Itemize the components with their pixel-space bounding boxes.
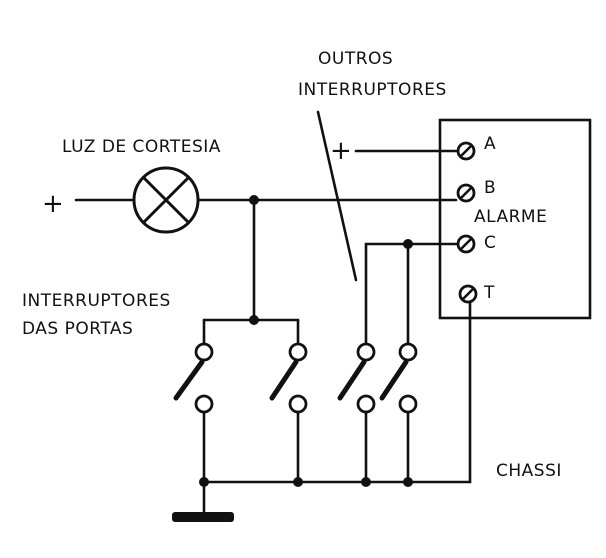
plus-sign-left: + bbox=[42, 189, 64, 219]
terminal-icon bbox=[456, 234, 476, 254]
lamp-icon bbox=[132, 166, 200, 234]
ground-icon bbox=[172, 512, 234, 522]
courtesy-light-label: LUZ DE CORTESIA bbox=[62, 137, 221, 157]
alarm-box bbox=[438, 118, 592, 320]
other-switches-label-line2: INTERRUPTORES bbox=[298, 80, 447, 100]
switch-icon bbox=[173, 342, 214, 414]
door-switches-label-line1: INTERRUPTORES bbox=[22, 291, 171, 311]
switch-icon bbox=[379, 342, 418, 414]
other-switches-pointer bbox=[316, 110, 358, 282]
alarm-label: ALARME bbox=[474, 207, 547, 227]
terminal-icon bbox=[458, 284, 478, 304]
junction-dot bbox=[249, 315, 259, 325]
junction-dot bbox=[199, 477, 209, 487]
junction-dot bbox=[403, 239, 413, 249]
junction-dot bbox=[249, 195, 259, 205]
plus-sign-alarm: + bbox=[330, 136, 352, 166]
terminal-b-label: B bbox=[484, 178, 496, 198]
terminal-c-label: C bbox=[484, 233, 496, 253]
other-switches-label-line1: OUTROS bbox=[318, 49, 393, 69]
switch-icon bbox=[337, 342, 376, 414]
terminal-icon bbox=[456, 183, 476, 203]
switch-icon bbox=[269, 342, 308, 414]
terminal-a-label: A bbox=[484, 134, 496, 154]
terminal-t-label: T bbox=[483, 283, 495, 303]
junction-dot bbox=[403, 477, 413, 487]
door-switches-label-line2: DAS PORTAS bbox=[22, 319, 133, 339]
chassis-label: CHASSI bbox=[496, 461, 562, 481]
junction-dot bbox=[293, 477, 303, 487]
junction-dot bbox=[361, 477, 371, 487]
terminal-icon bbox=[456, 141, 476, 161]
